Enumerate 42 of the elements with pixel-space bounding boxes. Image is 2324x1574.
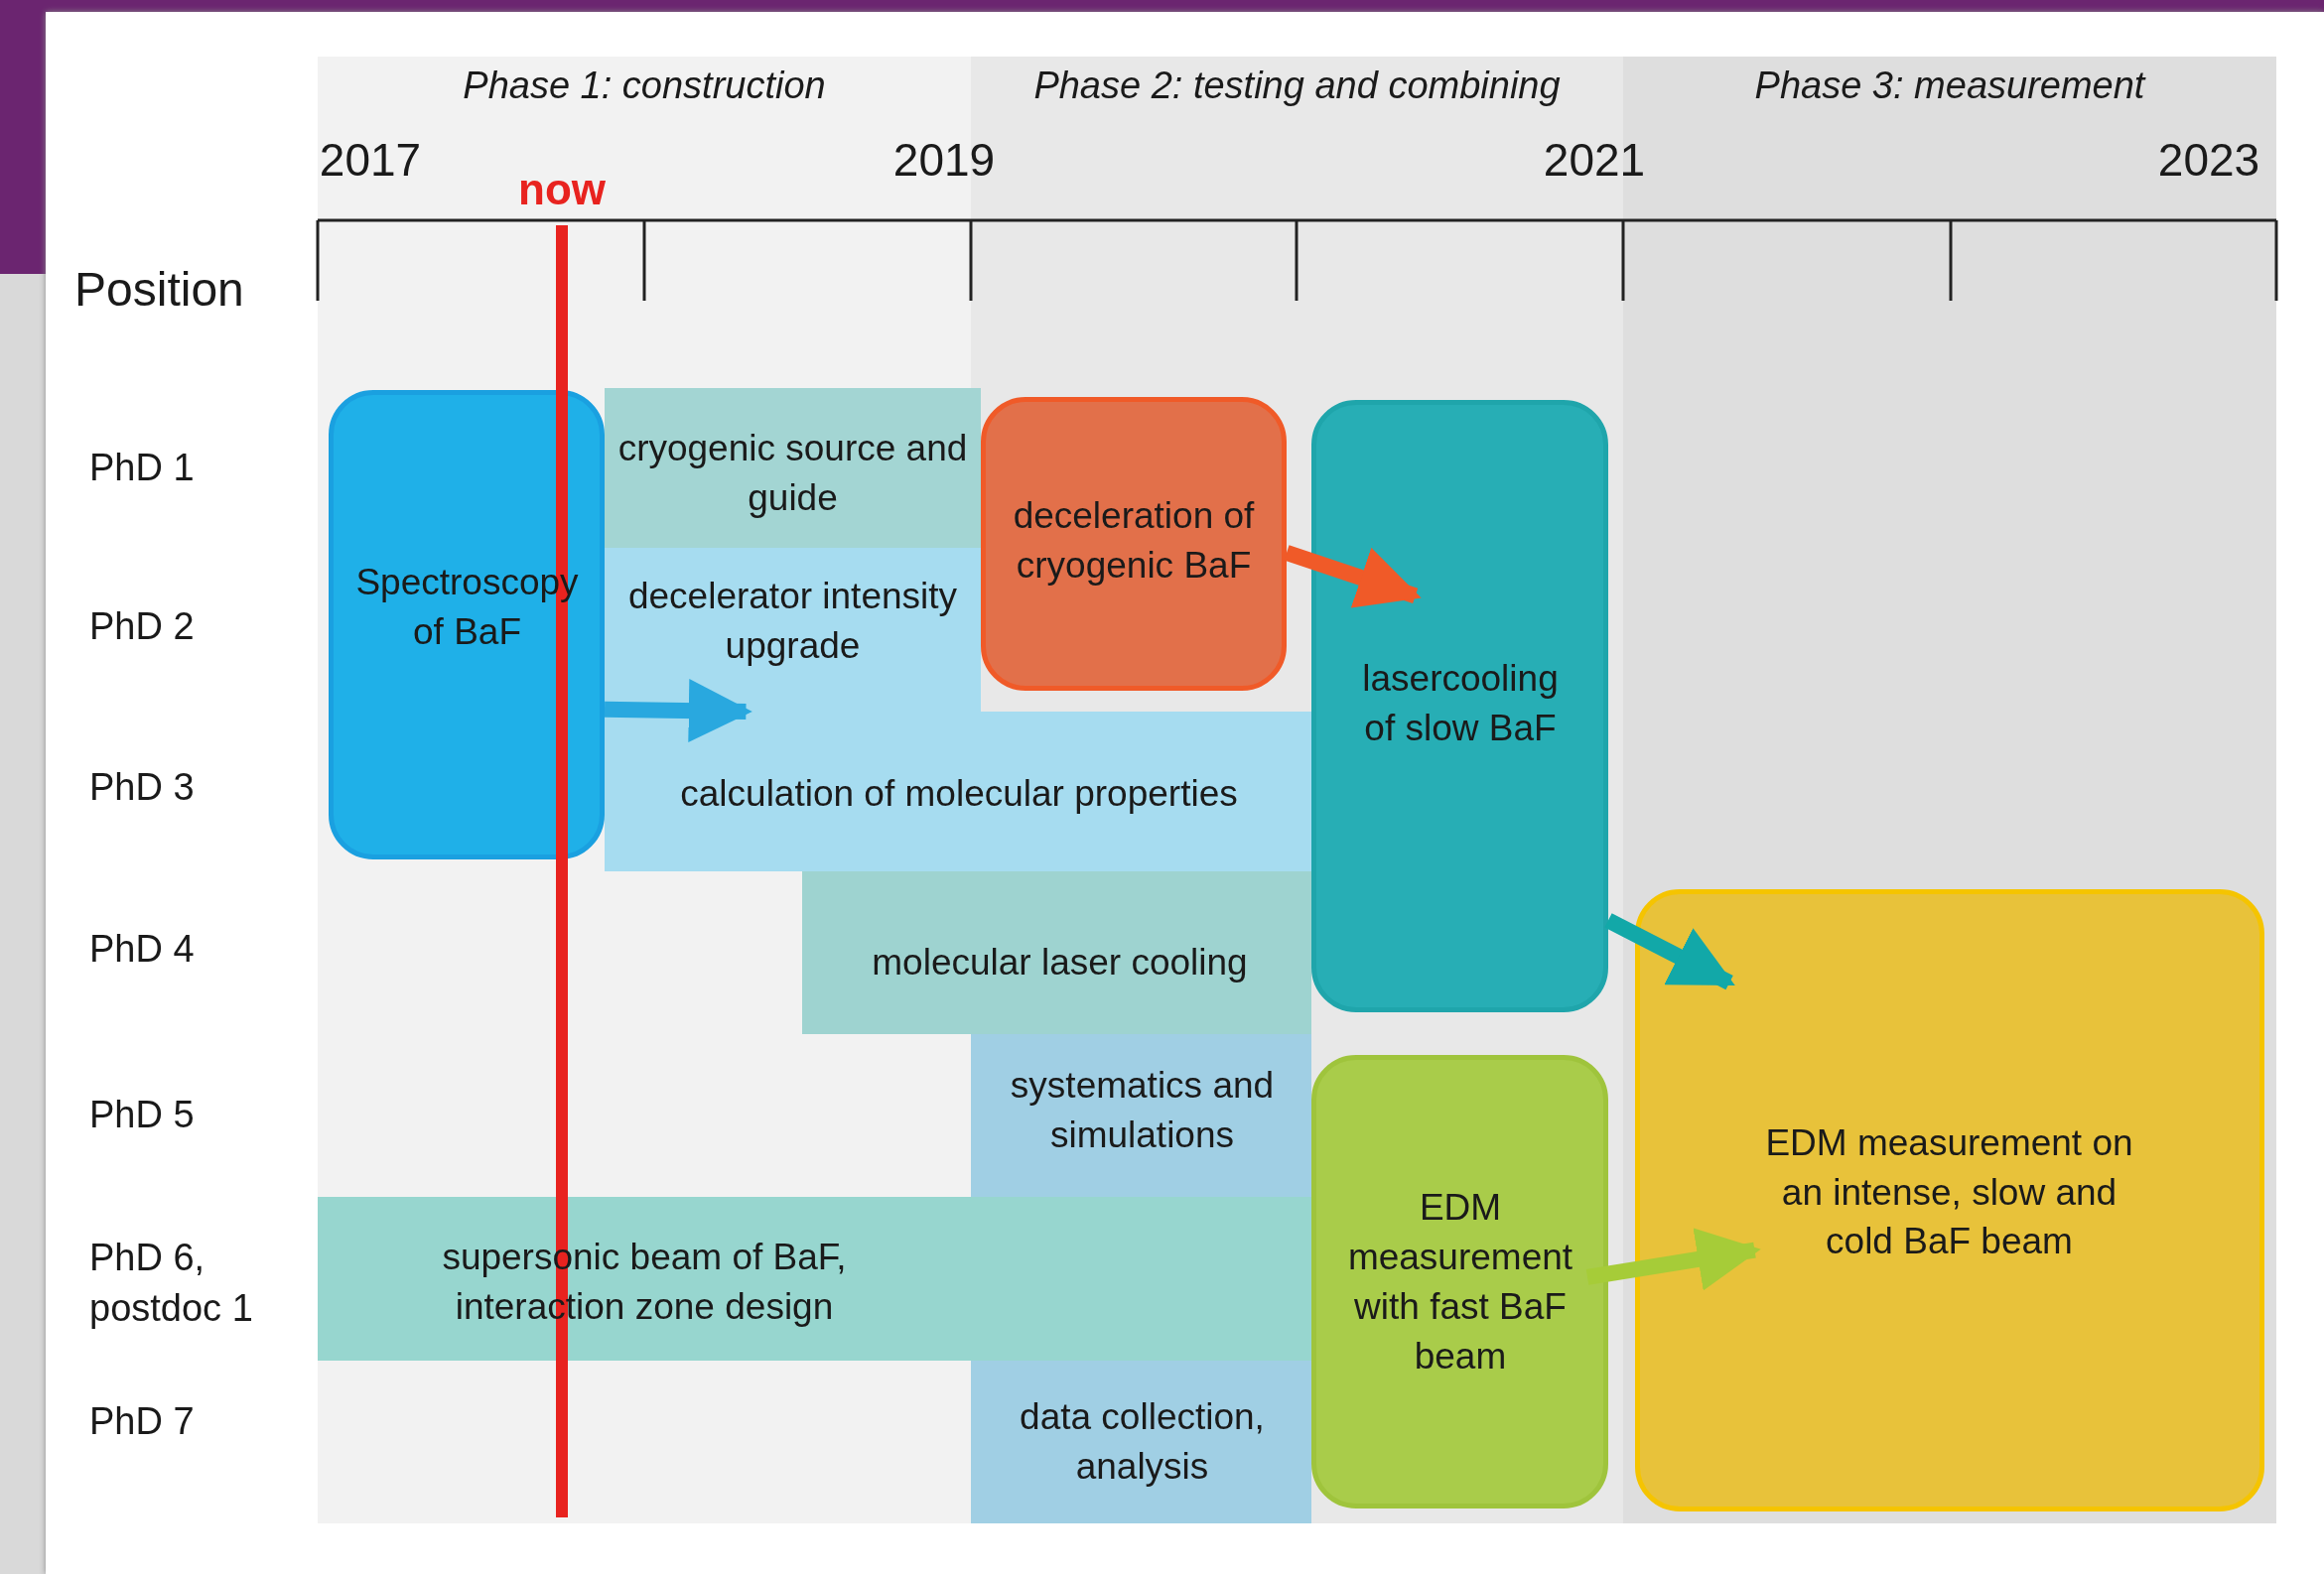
task-label: calculation of molecular properties <box>680 772 1238 817</box>
task-label: decelerator intensity upgrade <box>626 575 959 668</box>
milestone-box <box>1311 1055 1608 1508</box>
task-label: molecular laser cooling <box>872 940 1248 984</box>
task-bar <box>605 548 981 712</box>
task-label: cryogenic source and guide <box>616 427 969 520</box>
row-label: PhD 4 <box>89 927 195 973</box>
phase-title: Phase 3: measurement <box>1754 64 2145 109</box>
task-bar <box>605 388 981 548</box>
year-label: 2021 <box>1543 132 1646 188</box>
milestone-box <box>981 397 1287 691</box>
task-bar <box>971 1034 1311 1197</box>
milestone-box <box>1635 889 2264 1511</box>
task-bar <box>802 871 1311 1034</box>
column-heading: Position <box>74 262 244 319</box>
year-label: 2019 <box>892 132 996 188</box>
year-label: 2017 <box>319 132 422 188</box>
milestone-label: EDM measurement with fast BaF beam <box>1347 1186 1573 1378</box>
year-label: 2023 <box>2157 132 2260 188</box>
task-bar <box>971 1361 1311 1523</box>
task-bar <box>605 712 1311 871</box>
arrow <box>1284 545 1422 608</box>
milestone-label: lasercooling of slow BaF <box>1361 657 1560 750</box>
milestone-box <box>1311 400 1608 1012</box>
arrow <box>1604 913 1735 990</box>
task-bar <box>318 1197 1311 1361</box>
now-label: now <box>518 164 606 216</box>
row-label: PhD 1 <box>89 446 195 491</box>
row-label: PhD 2 <box>89 604 195 650</box>
milestone-box <box>329 390 605 859</box>
row-label: PhD 3 <box>89 765 195 811</box>
task-label: systematics and simulations <box>1009 1064 1276 1157</box>
row-label: PhD 7 <box>89 1399 195 1445</box>
arrow <box>1585 1228 1761 1291</box>
row-label: PhD 6, postdoc 1 <box>89 1235 254 1331</box>
milestone-label: EDM measurement on an intense, slow and cold BaF beam <box>1764 1120 2134 1264</box>
arrow <box>604 679 752 743</box>
phase-title: Phase 1: construction <box>463 64 826 109</box>
row-label: PhD 5 <box>89 1093 195 1138</box>
task-label: data collection, analysis <box>1019 1395 1266 1489</box>
milestone-label: deceleration of cryogenic BaF <box>1012 494 1256 588</box>
phase-title: Phase 2: testing and combining <box>1033 64 1561 109</box>
